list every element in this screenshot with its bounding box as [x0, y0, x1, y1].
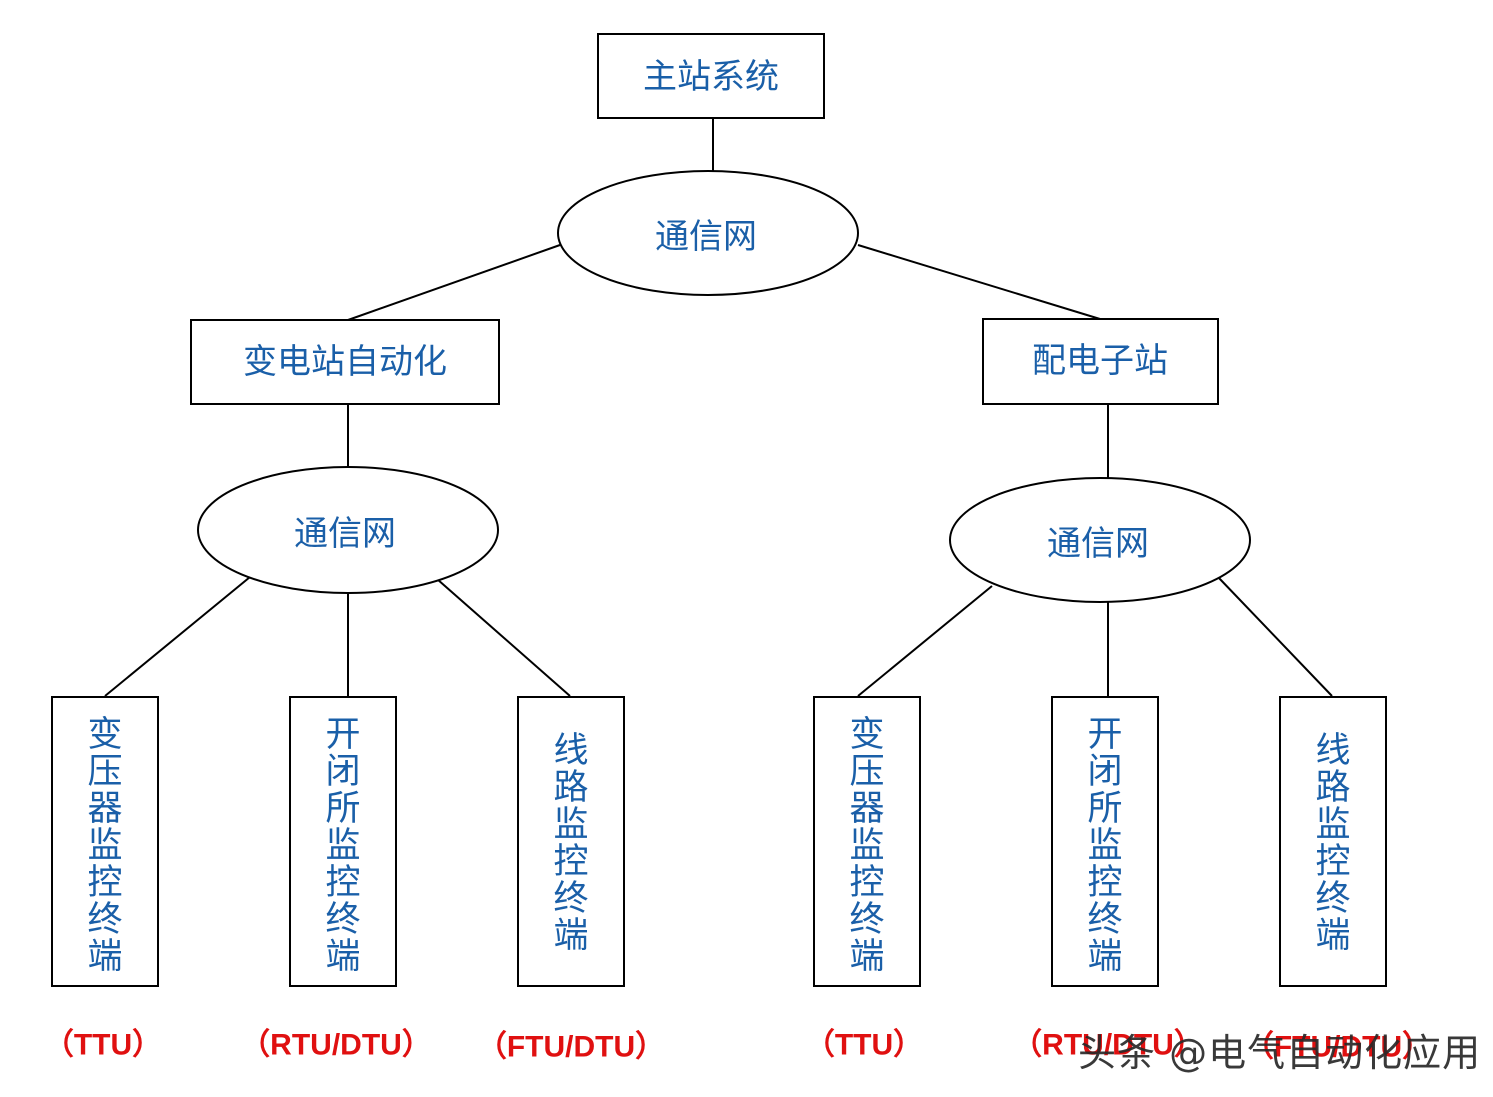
vertical-char: 控 [1087, 863, 1122, 903]
vertical-char: 监 [849, 826, 884, 866]
vertical-char: 线 [553, 731, 588, 771]
terminal-label-left-ttu: 变压器监控终端 [87, 715, 122, 977]
vertical-char: 器 [849, 789, 884, 829]
vertical-char: 开 [325, 715, 360, 755]
vertical-char: 监 [553, 805, 588, 845]
comm-network-right-label: 通信网 [1047, 524, 1149, 564]
vertical-char: 路 [1315, 768, 1350, 808]
device-code-right-ttu: （TTU） [805, 1028, 923, 1062]
vertical-char: 路 [553, 768, 588, 808]
vertical-char: 控 [553, 842, 588, 882]
terminal-label-right-ftu: 线路监控终端 [1315, 731, 1350, 956]
vertical-char: 变 [849, 715, 884, 755]
terminal-box-left-ttu [51, 696, 159, 987]
vertical-char: 端 [87, 937, 122, 977]
vertical-char: 端 [1315, 916, 1350, 956]
terminal-box-right-ftu [1279, 696, 1387, 987]
connectors [104, 118, 1333, 697]
vertical-char: 所 [325, 789, 360, 829]
vertical-char: 端 [325, 937, 360, 977]
vertical-char: 控 [87, 863, 122, 903]
terminal-box-right-rtu [1051, 696, 1159, 987]
connector-comm-substation [347, 244, 561, 321]
vertical-char: 监 [1315, 805, 1350, 845]
vertical-char: 端 [1087, 937, 1122, 977]
distribution-substation-node: 配电子站 [982, 318, 1219, 405]
connector-left-ttu [104, 576, 251, 697]
vertical-char: 终 [553, 879, 588, 919]
vertical-char: 所 [1087, 789, 1122, 829]
vertical-char: 端 [849, 937, 884, 977]
master-system-node: 主站系统 [597, 33, 825, 119]
vertical-char: 线 [1315, 731, 1350, 771]
vertical-char: 终 [87, 900, 122, 940]
distribution-substation-label: 配电子站 [1032, 341, 1168, 381]
terminal-label-right-rtu: 开闭所监控终端 [1087, 715, 1122, 977]
watermark: 头条 @电气自动化应用 [1078, 1031, 1482, 1075]
terminal-label-left-ftu: 线路监控终端 [553, 731, 588, 956]
terminal-box-right-ttu [813, 696, 921, 987]
vertical-char: 控 [325, 863, 360, 903]
vertical-char: 终 [1087, 900, 1122, 940]
vertical-char: 闭 [325, 752, 360, 792]
vertical-char: 终 [1315, 879, 1350, 919]
comm-network-top: 通信网 [557, 170, 859, 296]
vertical-char: 闭 [1087, 752, 1122, 792]
master-system-label: 主站系统 [643, 57, 779, 97]
vertical-char: 终 [849, 900, 884, 940]
connector-right-ftu [1217, 576, 1333, 697]
terminal-label-left-rtu: 开闭所监控终端 [325, 715, 360, 977]
substation-automation-label: 变电站自动化 [243, 342, 447, 382]
device-code-left-ftu: （FTU/DTU） [477, 1030, 665, 1064]
substation-automation-node: 变电站自动化 [190, 319, 500, 405]
vertical-char: 压 [87, 752, 122, 792]
vertical-char: 器 [87, 789, 122, 829]
connector-comm-distribution [857, 244, 1101, 320]
comm-network-left: 通信网 [197, 466, 499, 594]
terminal-box-left-ftu [517, 696, 625, 987]
connector-left-ftu [436, 578, 571, 697]
terminal-label-right-ttu: 变压器监控终端 [849, 715, 884, 977]
vertical-char: 压 [849, 752, 884, 792]
vertical-char: 端 [553, 916, 588, 956]
device-code-right-rtu: （RTU/DTU） [1012, 1028, 1204, 1062]
vertical-char: 监 [325, 826, 360, 866]
vertical-char: 监 [1087, 826, 1122, 866]
comm-network-left-label: 通信网 [294, 514, 396, 554]
vertical-char: 开 [1087, 715, 1122, 755]
comm-network-right: 通信网 [949, 477, 1251, 603]
comm-network-top-label: 通信网 [655, 217, 757, 257]
vertical-char: 控 [849, 863, 884, 903]
vertical-char: 监 [87, 826, 122, 866]
device-code-left-rtu: （RTU/DTU） [240, 1028, 432, 1062]
terminal-box-left-rtu [289, 696, 397, 987]
vertical-char: 变 [87, 715, 122, 755]
device-code-left-ttu: （TTU） [44, 1028, 162, 1062]
connector-right-ttu [857, 585, 993, 697]
device-code-right-ftu: （FTU/DTU） [1244, 1030, 1432, 1064]
vertical-char: 终 [325, 900, 360, 940]
vertical-char: 控 [1315, 842, 1350, 882]
